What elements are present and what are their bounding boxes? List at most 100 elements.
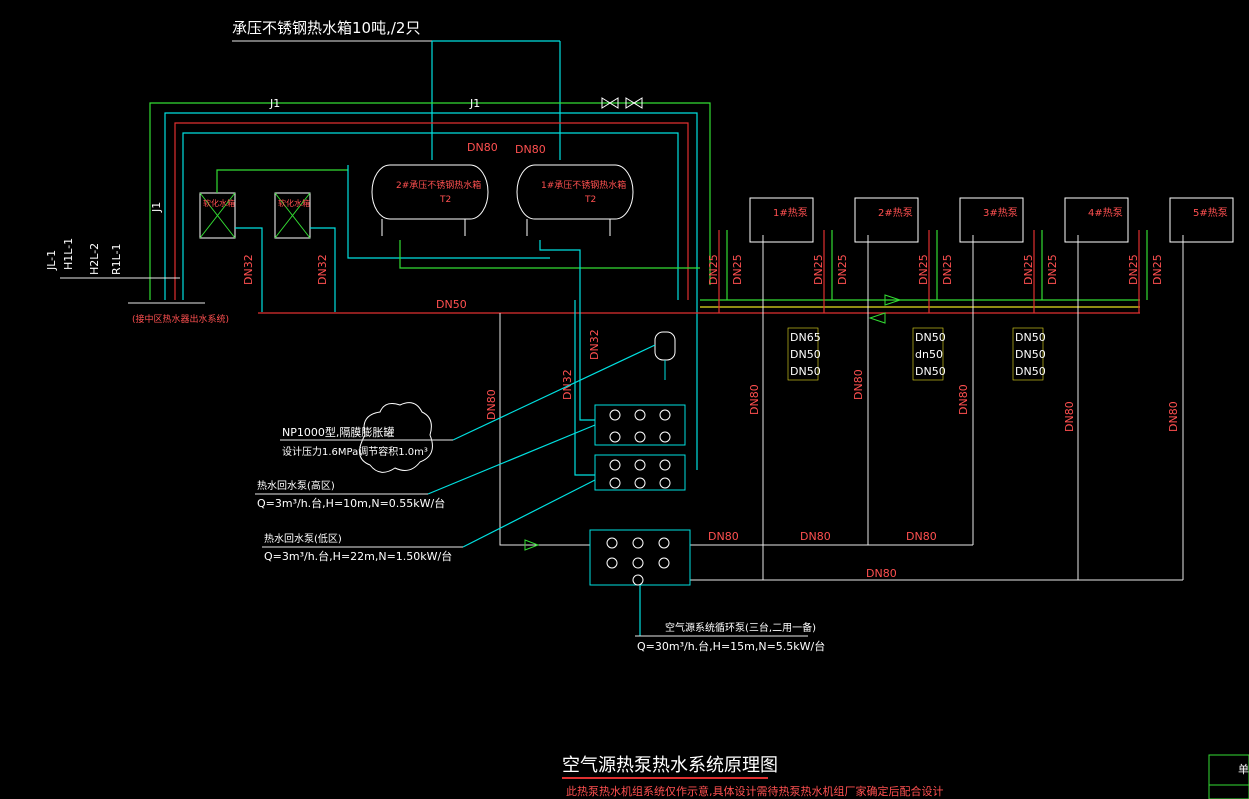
pump-group-circulation xyxy=(589,529,691,586)
drawing-title: 空气源热泵热水系统原理图 xyxy=(562,755,778,776)
dn-stack-b-item: dn50 xyxy=(915,348,943,361)
tank-outlet-pipe xyxy=(539,240,581,300)
zone-note: (接中区热水器出水系统) xyxy=(132,313,229,325)
dn80-label: DN80 xyxy=(866,567,897,580)
dn25-label: DN25 xyxy=(941,254,954,285)
hot-water-pipe xyxy=(182,132,679,300)
pump-group-low xyxy=(594,454,686,491)
dn25-label: DN25 xyxy=(812,254,825,285)
flow-arrow-icon xyxy=(868,312,886,324)
heat-pump-3: 3#热泵 xyxy=(959,197,1024,243)
softener-pipe xyxy=(216,169,348,193)
tank-connection-pipe xyxy=(347,165,550,259)
dn50-label: DN50 xyxy=(436,298,467,311)
j1-label: J1 xyxy=(269,97,280,110)
dn80-label: DN80 xyxy=(957,384,970,415)
dn25-label: DN25 xyxy=(836,254,849,285)
flow-arrow-icon xyxy=(524,539,540,551)
dn-stack-a-item: DN50 xyxy=(790,348,821,361)
j1-label: J1 xyxy=(150,202,163,213)
dn25-label: DN25 xyxy=(1046,254,1059,285)
dn25-label: DN25 xyxy=(1022,254,1035,285)
expansion-tank xyxy=(654,331,676,380)
cloud-revision-mark xyxy=(359,402,433,473)
low-zone-pipe xyxy=(574,300,595,476)
hot-water-supply-pipe xyxy=(164,112,698,470)
dn-stack-a-item: DN50 xyxy=(790,365,821,378)
pump-high-spec: Q=3m³/h.台,H=10m,N=0.55kW/台 xyxy=(257,496,445,510)
dn80-label: DN80 xyxy=(1167,401,1180,432)
heat-pump-1: 1#热泵 xyxy=(749,197,814,243)
pump-high-leader xyxy=(427,424,596,495)
dn-stack-b: DN50 dn50 DN50 xyxy=(912,327,946,381)
dn-stack-c-item: DN50 xyxy=(1015,365,1046,378)
dn80-label: DN80 xyxy=(852,369,865,400)
heat-pump-5-label: 5#热泵 xyxy=(1193,206,1228,219)
tank-2: 2#承压不锈钢热水箱 T2 xyxy=(371,164,489,236)
heat-pump-branches xyxy=(718,230,1184,580)
pump-group-high xyxy=(594,404,686,446)
dn-stack-a-item: DN65 xyxy=(790,331,821,344)
dn32-label: DN32 xyxy=(561,369,574,400)
high-zone-pipe xyxy=(579,300,595,421)
water-softener-a: 软化水箱 xyxy=(199,192,236,239)
return-pipe xyxy=(499,313,590,546)
drawing-subtitle: 此热泵热水机组系统仅作示意,具体设计需待热泵热水机组厂家确定后配合设计 xyxy=(566,784,944,798)
j1-cold-water-pipe xyxy=(149,102,711,300)
dn-stack-c-item: DN50 xyxy=(1015,331,1046,344)
heat-pump-4-label: 4#热泵 xyxy=(1088,206,1123,219)
title-block-label: 单 xyxy=(1238,763,1249,776)
tank-1: 1#承压不锈钢热水箱 T2 xyxy=(516,164,634,236)
water-softener-b: 软化水箱 xyxy=(274,192,311,239)
title-block-frame xyxy=(1208,754,1249,799)
gate-valve-icon xyxy=(601,97,643,109)
pump-high-title: 热水回水泵(高区) xyxy=(257,479,335,492)
tank-2-label: 2#承压不锈钢热水箱 xyxy=(396,179,481,191)
expansion-model: NP1000型,隔膜膨胀罐 xyxy=(282,425,394,439)
r1l-label: R1L-1 xyxy=(110,243,123,275)
softener-a-label: 软化水箱 xyxy=(203,198,235,208)
dn80-tank-label: DN80 xyxy=(515,143,546,156)
pump-low-leader xyxy=(462,479,596,548)
dn-stack-a: DN65 DN50 DN50 xyxy=(787,327,821,381)
tank-capacity-label: 承压不锈钢热水箱10吨,/2只 xyxy=(232,19,420,37)
heat-pump-1-label: 1#热泵 xyxy=(773,206,808,219)
heat-pump-2-label: 2#热泵 xyxy=(878,206,913,219)
dn32-label: DN32 xyxy=(316,254,329,285)
tank-1-label: 1#承压不锈钢热水箱 xyxy=(541,179,626,191)
h2l-label: H2L-2 xyxy=(88,243,101,275)
h1l-label: H1L-1 xyxy=(62,238,75,270)
expansion-leader xyxy=(452,344,656,441)
dn32-label: DN32 xyxy=(242,254,255,285)
dn80-label: DN80 xyxy=(748,384,761,415)
heat-pump-3-label: 3#热泵 xyxy=(983,206,1018,219)
hot-water-return-pipe xyxy=(174,122,689,300)
heat-pump-4: 4#热泵 xyxy=(1064,197,1129,243)
tank-outlet-pipe xyxy=(399,240,700,269)
dn25-label: DN25 xyxy=(1151,254,1164,285)
j1-label: J1 xyxy=(469,97,480,110)
softener-outlet xyxy=(310,227,336,312)
softener-b-label: 软化水箱 xyxy=(278,198,310,208)
t2-label: T2 xyxy=(439,195,451,205)
t2-label: T2 xyxy=(584,195,596,205)
dn-stack-c-item: DN50 xyxy=(1015,348,1046,361)
dn25-label: DN25 xyxy=(917,254,930,285)
dn-stack-b-item: DN50 xyxy=(915,365,946,378)
flow-arrow-icon xyxy=(884,294,902,306)
heat-pump-5: 5#热泵 xyxy=(1169,197,1234,243)
pump-circ-spec: Q=30m³/h.台,H=15m,N=5.5kW/台 xyxy=(637,639,825,653)
pump-low-spec: Q=3m³/h.台,H=22m,N=1.50kW/台 xyxy=(264,549,452,563)
dn25-label: DN25 xyxy=(707,254,720,285)
dn25-label: DN25 xyxy=(1127,254,1140,285)
dn25-label: DN25 xyxy=(731,254,744,285)
dn32-label: DN32 xyxy=(588,329,601,360)
dn80-tank-label: DN80 xyxy=(467,141,498,154)
pump-low-title: 热水回水泵(低区) xyxy=(264,532,342,545)
dn-stack-b-item: DN50 xyxy=(915,331,946,344)
heat-pump-2: 2#热泵 xyxy=(854,197,919,243)
softener-outlet xyxy=(235,227,263,312)
dn80-label: DN80 xyxy=(906,530,937,543)
pump-circ-title: 空气源系统循环泵(三台,二用一备) xyxy=(665,621,816,634)
